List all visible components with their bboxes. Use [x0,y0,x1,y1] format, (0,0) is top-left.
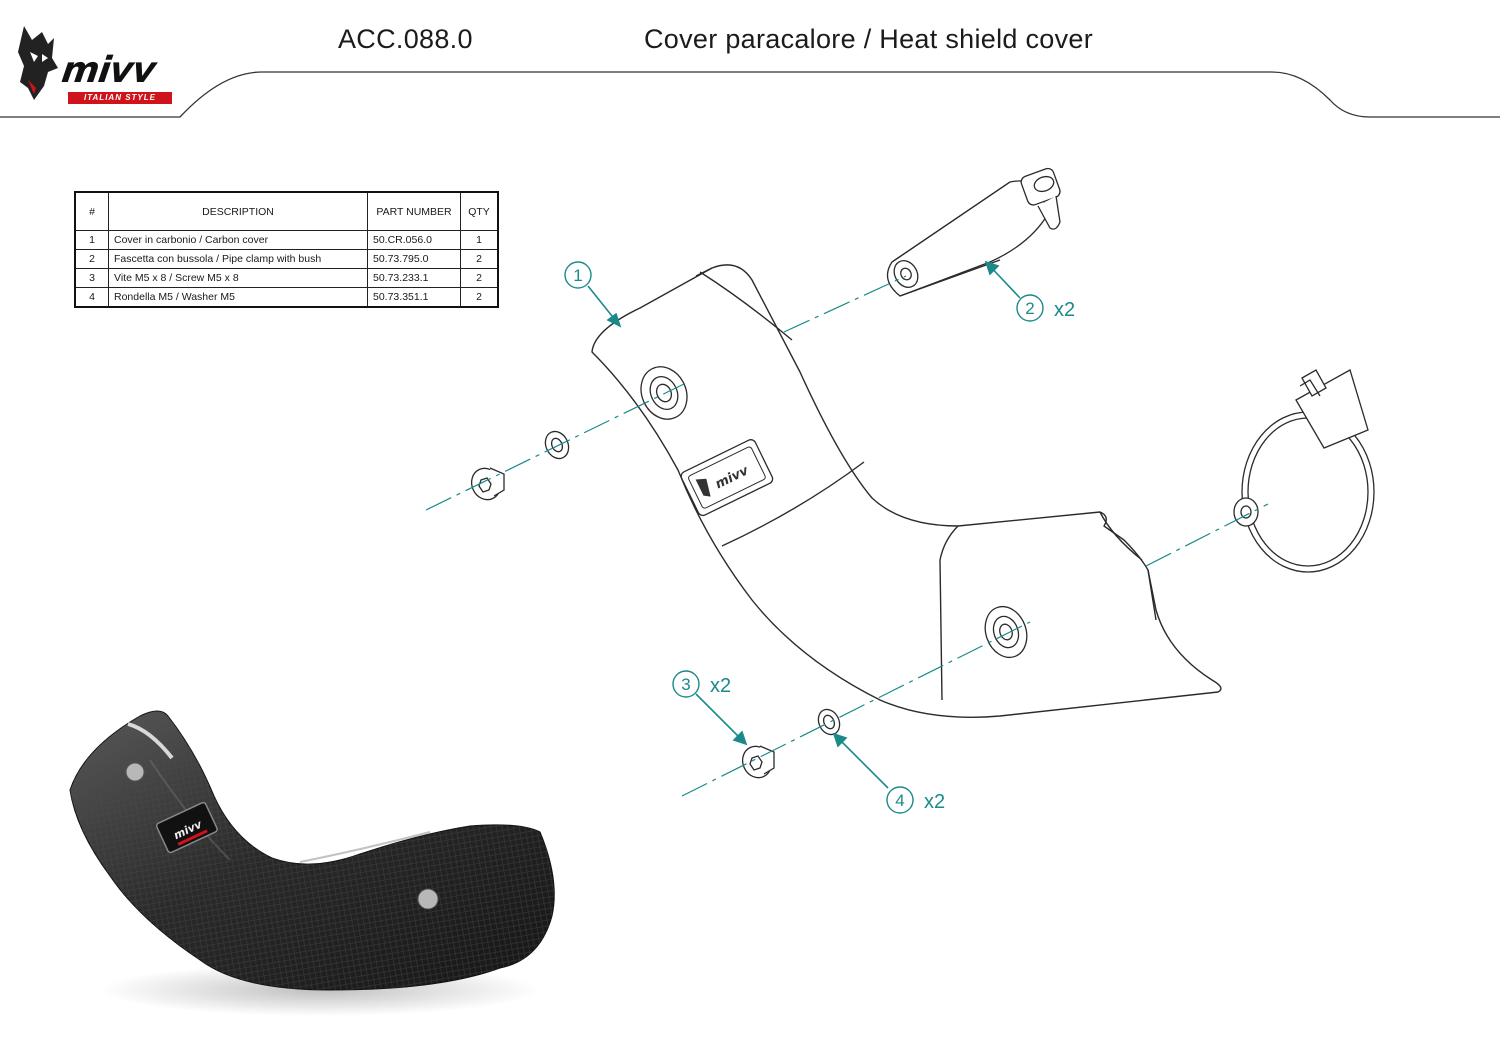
callout-3: 3 x2 [672,670,731,698]
row-num: 3 [74,268,109,288]
document-code: ACC.088.0 [338,24,473,54]
header-description: DESCRIPTION [108,191,368,231]
row-num: 4 [74,287,109,308]
photo-bolt-lower [417,888,439,910]
table-row: 2 Fascetta con bussola / Pipe clamp with… [74,249,499,269]
screw-upper [470,467,505,501]
row-description: Vite M5 x 8 / Screw M5 x 8 [108,268,368,288]
row-part-number: 50.73.351.1 [367,287,461,308]
cover-bushing-lower [984,605,1028,659]
header-part-number: PART NUMBER [367,191,461,231]
callout-1-number: 1 [573,266,582,285]
photo-bolt-upper [125,762,145,782]
table-row: 4 Rondella M5 / Washer M5 50.73.351.1 2 [74,287,499,308]
product-photo: mivv [69,710,555,1016]
callout-4-qty: x2 [924,791,945,813]
heat-shield-cover-drawing [591,264,1222,718]
washer-lower [817,708,841,736]
callout-3-qty: x2 [710,675,731,697]
callout-leaders [587,260,1021,789]
row-description: Rondella M5 / Washer M5 [108,287,368,308]
mivv-logo: mivv ITALIAN STYLE [14,22,176,108]
callout-1: 1 [564,261,592,289]
photo-badge: mivv [155,801,218,854]
row-qty: 2 [460,268,499,288]
row-qty: 2 [460,287,499,308]
assembly-axes [425,275,1269,797]
wolf-head-icon [18,26,58,100]
row-part-number: 50.73.233.1 [367,268,461,288]
cover-bushing-upper [640,366,688,420]
callout-2-number: 2 [1025,299,1034,318]
washer-upper [544,430,570,460]
callout-2-qty: x2 [1054,299,1075,321]
parts-table: # DESCRIPTION PART NUMBER QTY 1 Cover in… [74,191,499,308]
callout-4: 4 x2 [886,786,945,814]
cover-badge: mivv [680,439,774,517]
table-header-row: # DESCRIPTION PART NUMBER QTY [74,191,499,231]
callout-4-number: 4 [895,791,904,810]
screw-lower [741,745,775,779]
row-description: Fascetta con bussola / Pipe clamp with b… [108,249,368,269]
header-frame [0,71,1500,118]
pipe-clamp-upper [886,167,1061,297]
table-row: 3 Vite M5 x 8 / Screw M5 x 8 50.73.233.1… [74,268,499,288]
document-title: Cover paracalore / Heat shield cover [644,24,1094,54]
callout-2: 2 x2 [1016,294,1075,322]
logo-tagline: ITALIAN STYLE [68,92,172,104]
header-qty: QTY [460,191,499,231]
pipe-clamp-lower [1233,369,1375,573]
callout-3-number: 3 [681,675,690,694]
